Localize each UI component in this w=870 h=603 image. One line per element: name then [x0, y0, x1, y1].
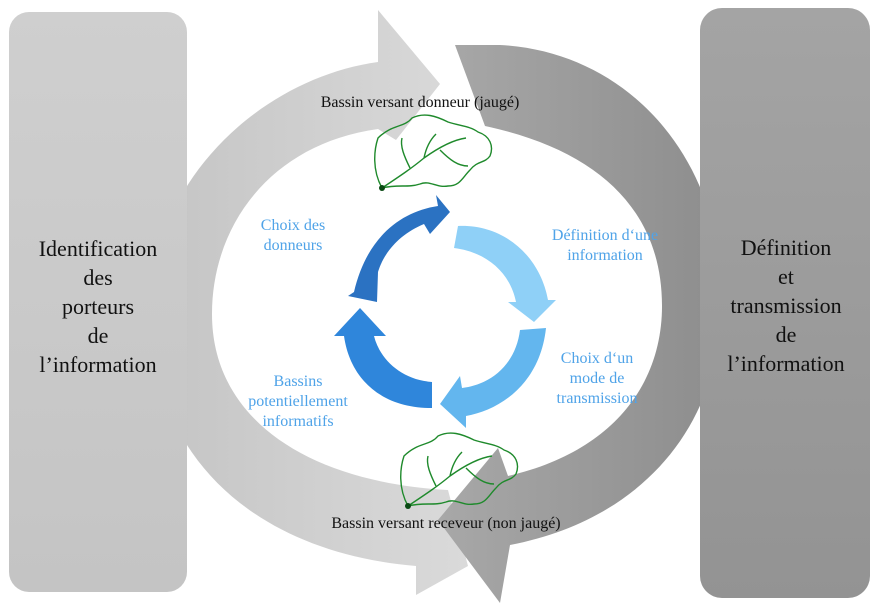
right-box-line: et: [778, 264, 794, 289]
stage-choix-donneurs: Choix des donneurs: [228, 216, 358, 256]
cycle-arrow-choix-donneurs: [348, 195, 450, 302]
stage-line: Choix d‘un: [560, 350, 634, 367]
stage-line: mode de: [569, 370, 625, 387]
stage-line: Choix des: [260, 217, 326, 234]
big-arrow-right: [438, 45, 722, 603]
stage-line: Bassins: [273, 373, 323, 390]
left-box-line: porteurs: [61, 294, 135, 319]
right-box-line: de: [775, 322, 797, 347]
catchment-donor-outlet: [379, 185, 385, 191]
big-arrow-left: [150, 10, 468, 595]
left-box-line: des: [83, 265, 113, 290]
stage-line: potentiellement: [248, 393, 348, 410]
stage-mode-transmission: Choix d‘un mode de transmission: [527, 349, 667, 409]
stage-definition-information: Définition d‘une information: [520, 226, 690, 266]
left-box-line: l’information: [39, 352, 157, 377]
cycle-arrow-bassins: [334, 308, 432, 408]
right-box-line: transmission: [730, 293, 842, 318]
stage-bassins-informatifs: Bassins potentiellement informatifs: [224, 372, 372, 432]
donor-catchment-caption: Bassin versant donneur (jaugé): [320, 94, 520, 111]
left-box: [9, 12, 187, 592]
left-box-label: Identification des porteurs de l’informa…: [10, 234, 186, 379]
cycle-arrow-mode-transmission: [440, 328, 546, 428]
cycle-arrow-definition: [454, 225, 556, 322]
stage-line: transmission: [556, 390, 638, 407]
stage-line: Définition d‘une: [551, 227, 659, 244]
right-box-line: l’information: [727, 351, 845, 376]
stage-line: information: [567, 247, 643, 264]
right-box-label: Définition et transmission de l’informat…: [702, 233, 870, 378]
left-box-line: Identification: [38, 236, 158, 261]
receiver-catchment-caption: Bassin versant receveur (non jaugé): [331, 515, 561, 532]
catchment-donor-shape: [374, 114, 493, 189]
right-box-line: Définition: [740, 235, 832, 260]
catchment-receiver-shape: [400, 432, 519, 507]
left-box-line: de: [87, 323, 109, 348]
stage-line: informatifs: [262, 413, 334, 430]
catchment-receiver-outlet: [405, 503, 411, 509]
stage-line: donneurs: [263, 237, 323, 254]
right-box: [700, 8, 870, 598]
